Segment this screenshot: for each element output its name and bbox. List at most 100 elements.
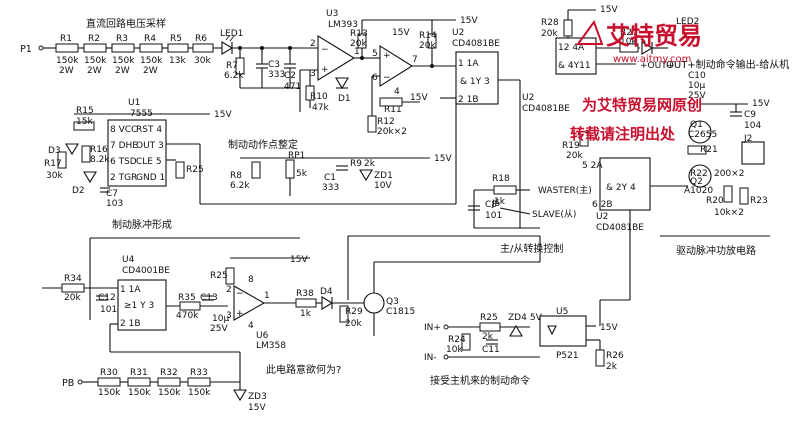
u3-comparator: U3 LM393 − + 2 3 1 R10 47k D1 R13 20k 15… <box>299 9 478 137</box>
r25a-label: R25 <box>186 165 204 175</box>
u2b-label: U2 <box>522 93 534 103</box>
u3b-minus: − <box>383 73 391 83</box>
u5-supply: 15V <box>600 323 618 333</box>
resistor-r29 <box>339 305 349 323</box>
watermark-line2: 转载请注明出处 <box>570 125 676 143</box>
r20-label: R20 <box>706 196 724 206</box>
resistor-r19 <box>579 131 589 147</box>
r27-value: 10k <box>620 37 637 47</box>
r8-label: R8 <box>230 171 242 181</box>
r19-label: R19 <box>562 141 580 151</box>
resistor-r3 <box>111 43 135 53</box>
r4-label: R4 <box>144 34 156 44</box>
u4-label: U4 <box>122 255 135 265</box>
r6-label: R6 <box>195 34 207 44</box>
u2a-label: U2 <box>452 28 464 38</box>
led2-label: LED2 <box>676 17 699 27</box>
u1-pin-dhe: 7 DHE <box>110 141 138 151</box>
c2-label: C2 <box>284 71 296 81</box>
potentiometer-rp1 <box>285 159 295 179</box>
u3-pin1: 1 <box>354 47 360 57</box>
q2-part: A1020 <box>684 186 713 196</box>
drive-supply: 15V <box>752 99 770 109</box>
resistor-r12 <box>367 115 377 133</box>
c12-label: C12 <box>98 293 116 303</box>
u6-minus: − <box>236 289 244 299</box>
r24-label: R24 <box>448 335 466 345</box>
u2-and-gate-1: U2 CD4081BE 1 1A 2 1B & 1Y 3 <box>440 28 521 228</box>
u1-pin-tsd: 6 TSD <box>110 157 137 167</box>
c8-value: 101 <box>485 211 502 221</box>
u3-pin3: 3 <box>310 69 316 79</box>
r2-power: 2W <box>87 66 102 76</box>
r9-label: R9 <box>350 159 362 169</box>
r38-value: 1k <box>300 309 312 319</box>
resistor-r5 <box>167 43 189 53</box>
u1-timer-box <box>107 119 167 187</box>
u4-part: CD4001BE <box>122 266 170 276</box>
input-optocoupler: IN+ IN- R24 10k R25 2k C11 ZD4 5V U5 P52… <box>424 210 631 387</box>
action-setpoint: 制动动作点整定 15V RP1 5k R8 6.2k C1 333 R9 2k … <box>228 138 452 196</box>
r1-label: R1 <box>60 34 72 44</box>
output-to-slave: 15V R28 20k 12 4A & 4Y11 R27 10k LED2 +O… <box>541 5 789 75</box>
c11-label: C11 <box>482 345 500 355</box>
r3-value: 150k <box>112 56 135 66</box>
resistor-r4 <box>139 43 163 53</box>
q1-transistor <box>688 120 712 144</box>
r24-value: 10k <box>446 345 463 355</box>
d2-symbol <box>83 171 97 184</box>
u6-part: LM358 <box>256 341 286 351</box>
u4-pin-1a: 1 1A <box>120 285 141 295</box>
d1-label: D1 <box>338 94 351 104</box>
u2-and-gate-2: U2 CD4081BE R19 20k 5 2A & 2Y 4 6 2B U2 … <box>522 93 688 233</box>
u3-label: U3 <box>326 9 338 19</box>
r16-value: 8.2k <box>90 155 110 165</box>
c1-value: 333 <box>322 183 339 193</box>
u5-led-symbol <box>547 325 557 336</box>
u1-pin-vcc: 8 VCC <box>110 125 137 135</box>
c9-value: 104 <box>744 121 761 131</box>
u2c-label: U2 <box>596 212 608 222</box>
resistor-r24 <box>461 333 471 351</box>
c13-voltage: 25V <box>210 324 228 334</box>
zd3-symbol <box>233 389 247 402</box>
r28-value: 20k <box>541 29 558 39</box>
r30-label: R30 <box>100 368 118 378</box>
c2-value: 471 <box>284 82 301 92</box>
u6-label: U6 <box>256 331 269 341</box>
c7-value: 103 <box>106 199 123 209</box>
led1-symbol <box>221 41 234 55</box>
u6-pin3: 3 <box>226 311 232 321</box>
u1-pin-out: OUT 3 <box>136 141 164 151</box>
resistor-r25-u6 <box>225 267 235 285</box>
out-plus-label: +OUT+ <box>640 61 674 71</box>
u1-pin-gnd: GND 1 <box>136 173 165 183</box>
zd4-label: ZD4 <box>508 313 527 323</box>
r26-value: 2k <box>606 362 618 372</box>
u3b-pin5: 5 <box>372 49 378 59</box>
c13-label: C13 <box>200 293 218 303</box>
u5-part: P521 <box>556 351 579 361</box>
u3-supply: 15V <box>460 16 478 26</box>
r18-value: 1k <box>494 197 506 207</box>
watermark-url: www.aitmy.com <box>613 54 691 65</box>
r13-value: 20k <box>350 39 367 49</box>
port-in-minus: IN- <box>424 353 437 363</box>
u1-pin-cle: CLE 5 <box>136 157 162 167</box>
resistor-r26 <box>595 349 605 367</box>
rp1-value: 5k <box>296 169 308 179</box>
r14-label: R14 <box>419 31 437 41</box>
resistor-r34 <box>61 283 85 293</box>
u6-pin4: 4 <box>248 321 254 331</box>
resistor-r25-timer <box>175 161 185 179</box>
top-right-supply: 15V <box>600 5 618 15</box>
r1-value: 150k <box>56 56 79 66</box>
u3b-pin6: 6 <box>372 73 378 83</box>
r33-value: 150k <box>188 388 211 398</box>
r15-value: 15k <box>76 117 93 127</box>
q2-transistor <box>688 164 712 188</box>
resistor-r17 <box>57 151 67 169</box>
port-in-plus: IN+ <box>424 323 441 333</box>
r33-label: R33 <box>190 368 208 378</box>
